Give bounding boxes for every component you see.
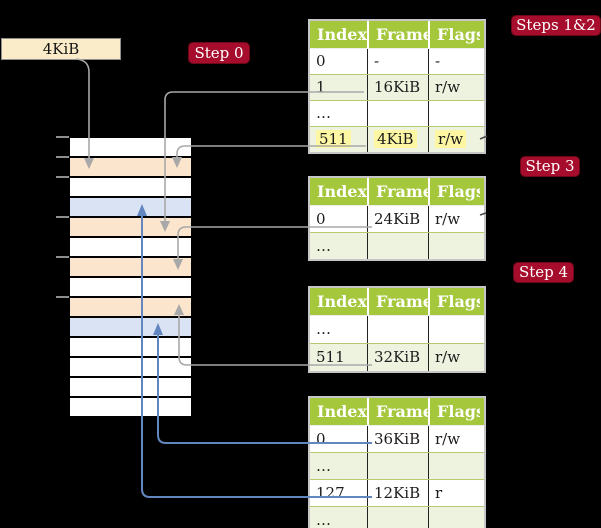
memory-frame-row-3 (70, 198, 191, 216)
table-cell (367, 453, 428, 479)
table-header-cell: Frame (367, 178, 428, 205)
highlighted-value: 4KiB (374, 130, 417, 148)
table-cell (428, 453, 480, 479)
table-cell: 511 (310, 127, 367, 152)
badge-step-3: Step 3 (520, 156, 580, 177)
table-cell: 0 (316, 430, 326, 448)
highlighted-value: r/w (435, 130, 467, 148)
memory-frame-row-8 (70, 298, 191, 316)
table-cell: 32KiB (367, 344, 428, 371)
memory-tick (56, 256, 69, 258)
badge-steps-1-2: Steps 1&2 (511, 15, 601, 36)
highlighted-value: 511 (316, 130, 351, 148)
table-row: … (310, 100, 484, 126)
memory-frame-row-11 (70, 358, 191, 376)
table-cell: 24KiB (367, 206, 428, 232)
table-header-cell: Frame (367, 398, 428, 425)
table-header-row: IndexFrameFlags (310, 288, 484, 316)
memory-tick (56, 296, 69, 298)
memory-tick (56, 156, 69, 158)
table-cell (367, 507, 428, 528)
table-cell: 511 (316, 348, 345, 366)
table-cell: 0 (316, 52, 326, 70)
table-cell: r/w (428, 75, 480, 100)
table-header-row: IndexFrameFlags (310, 21, 484, 49)
page-table-step-3: IndexFrameFlags 0 24KiBr/w … (308, 176, 486, 261)
physical-memory-stack (70, 138, 191, 418)
table-cell: - (367, 49, 428, 74)
table-row: … (310, 506, 484, 528)
memory-frame-row-0 (70, 138, 191, 156)
table-header-cell: Flags (428, 288, 480, 315)
table-cell (367, 316, 428, 343)
table-row: … (310, 316, 484, 343)
table-cell: … (316, 320, 331, 338)
table-header-row: IndexFrameFlags (310, 398, 484, 426)
table-cell (428, 316, 480, 343)
table-cell (428, 507, 480, 528)
table-cell: … (316, 511, 331, 528)
memory-frame-row-4 (70, 218, 191, 236)
table-cell (428, 101, 480, 126)
table-cell: 0 (316, 210, 326, 228)
table-cell: 1 (316, 78, 326, 96)
memory-frame-row-1 (70, 158, 191, 176)
table-cell: r (428, 480, 480, 506)
table-header-cell: Index (317, 182, 367, 201)
table-header-cell: Frame (367, 21, 428, 48)
table-cell: … (316, 237, 331, 255)
memory-frame-row-10 (70, 338, 191, 356)
table-header-row: IndexFrameFlags (310, 178, 484, 206)
memory-frame-row-7 (70, 278, 191, 296)
table-header-cell: Flags (428, 21, 480, 48)
root-table-address-label: 4KiB (42, 40, 80, 58)
table-header-cell: Index (317, 292, 367, 311)
table-cell: r/w (428, 426, 480, 452)
table-header-cell: Index (317, 25, 367, 44)
table-row: … (310, 232, 484, 259)
badge-step-4: Step 4 (513, 262, 574, 283)
table-header-cell: Flags (428, 178, 480, 205)
table-cell: 36KiB (367, 426, 428, 452)
memory-frame-row-13 (70, 398, 191, 416)
badge-step-0: Step 0 (188, 42, 250, 64)
table-cell: … (316, 104, 331, 122)
table-cell (367, 233, 428, 259)
table-cell: - (428, 49, 480, 74)
memory-tick (56, 216, 69, 218)
root-table-address-box: 4KiB (1, 38, 121, 60)
table-cell: 4KiB (367, 127, 428, 152)
table-row: … (310, 452, 484, 479)
table-cell: 16KiB (367, 75, 428, 100)
table-cell: r/w (428, 127, 480, 152)
memory-tick (56, 136, 69, 138)
table-cell: r/w (428, 344, 480, 371)
table-header-cell: Index (317, 402, 367, 421)
table-cell: … (316, 457, 331, 475)
table-cell (428, 233, 480, 259)
table-cell: 127 (316, 484, 345, 502)
table-cell: 12KiB (367, 480, 428, 506)
table-header-cell: Flags (428, 398, 480, 425)
table-row: 0 -- (310, 49, 484, 74)
memory-frame-row-5 (70, 238, 191, 256)
memory-frame-row-9 (70, 318, 191, 336)
table-header-cell: Frame (367, 288, 428, 315)
memory-frame-row-12 (70, 378, 191, 396)
memory-frame-row-2 (70, 178, 191, 196)
memory-tick (56, 176, 69, 178)
table-row: 511 4KiB r/w (310, 126, 484, 152)
memory-frame-row-6 (70, 258, 191, 276)
table-cell (367, 101, 428, 126)
table-cell: r/w (428, 206, 480, 232)
